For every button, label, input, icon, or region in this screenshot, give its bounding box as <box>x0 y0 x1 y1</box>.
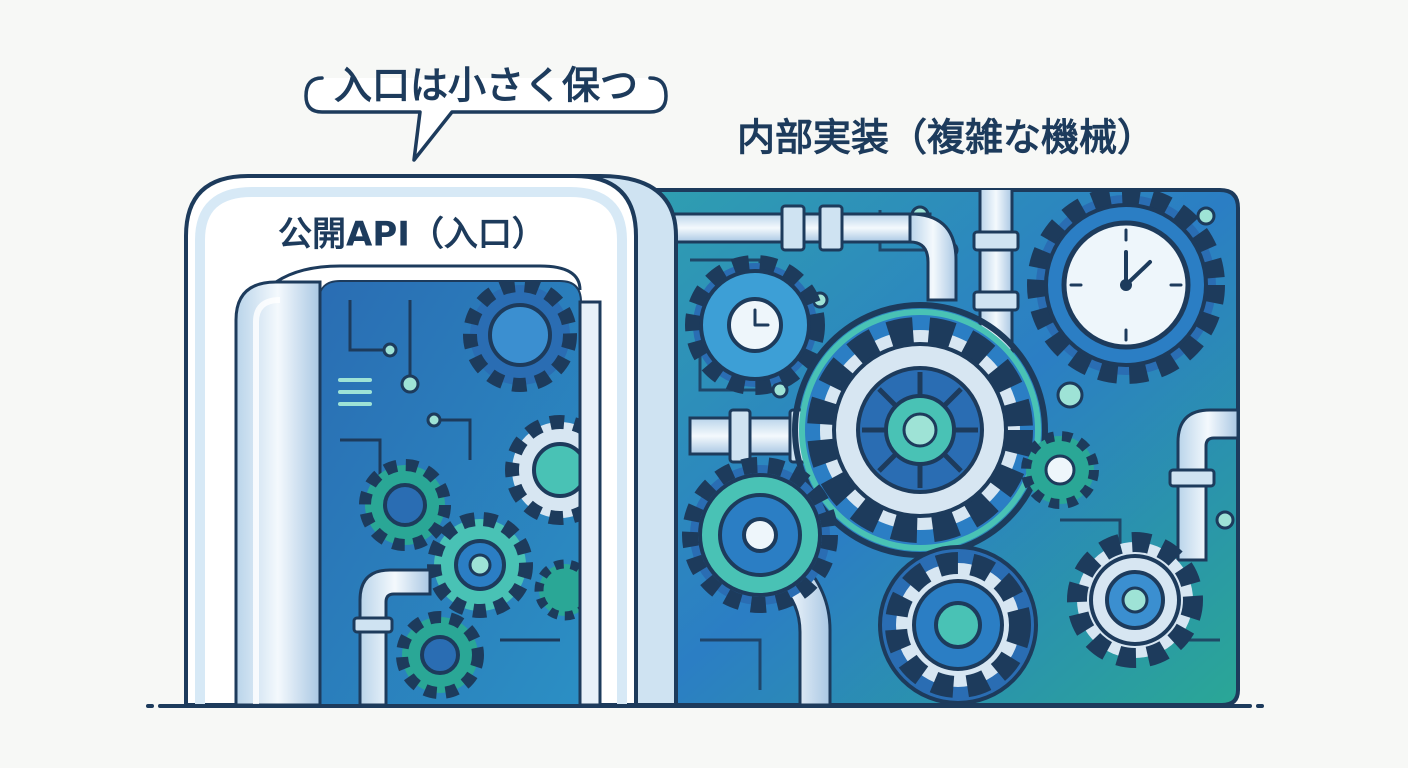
api-inner-machinery <box>320 282 580 705</box>
gear-icon <box>685 255 825 395</box>
gear-icon <box>682 457 838 613</box>
gear-icon <box>427 512 533 618</box>
api-gate-label: 公開API（入口） <box>278 215 546 255</box>
gear-icon <box>505 415 580 525</box>
internal-implementation-label: 内部実装（複雑な機械） <box>737 116 1155 160</box>
pipe-icon <box>1168 408 1238 562</box>
gear-icon <box>1021 431 1099 509</box>
gear-icon <box>792 302 1048 558</box>
internal-machinery-panel <box>638 188 1240 707</box>
gear-icon <box>359 459 451 551</box>
clock-gauge-icon <box>1027 190 1225 384</box>
gear-icon <box>396 611 484 699</box>
pipe-icon <box>640 204 958 302</box>
pipe-icon <box>352 568 432 705</box>
gear-icon <box>463 282 577 392</box>
gear-icon <box>1067 532 1203 668</box>
public-api-gate: 公開API（入口） <box>184 174 678 707</box>
gear-icon <box>534 559 580 621</box>
callout-text: 入口は小さく保つ <box>334 64 638 108</box>
callout-bubble: 入口は小さく保つ <box>304 64 668 162</box>
gear-icon <box>878 545 1038 705</box>
